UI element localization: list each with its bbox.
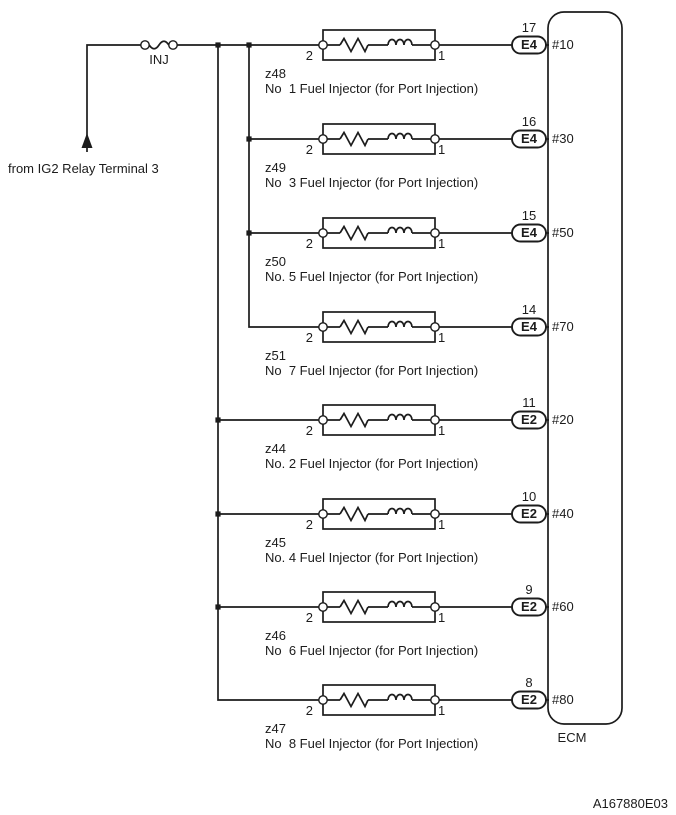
ecm-pin-label: #80 <box>552 692 574 707</box>
supply-wire <box>86 44 319 152</box>
ecm-pin-label: #30 <box>552 131 574 146</box>
connector-name: E2 <box>521 692 537 707</box>
ecm-pin-label: #60 <box>552 599 574 614</box>
fuse-terminal-right <box>168 40 178 50</box>
injector-symbol <box>317 404 441 436</box>
ecm-box <box>547 11 623 725</box>
terminal-1-label: 1 <box>438 236 446 251</box>
pin-number: 9 <box>525 582 533 597</box>
pin-number: 15 <box>521 208 537 223</box>
connector-name: E2 <box>521 412 537 427</box>
injector-code-label: z45 <box>265 535 286 550</box>
injector-code-label: z44 <box>265 441 286 456</box>
branch-wires-right <box>439 44 512 701</box>
terminal-2-label: 2 <box>305 703 313 718</box>
injector-code-label: z46 <box>265 628 286 643</box>
ecm-pin-label: #70 <box>552 319 574 334</box>
injector-description: No 7 Fuel Injector (for Port Injection) <box>265 363 479 378</box>
connector-name: E4 <box>521 225 537 240</box>
terminal-2-label: 2 <box>305 423 313 438</box>
pin-number: 14 <box>521 302 537 317</box>
injector-description: No 8 Fuel Injector (for Port Injection) <box>265 736 479 751</box>
pin-number: 16 <box>521 114 537 129</box>
ecm-pin-label: #40 <box>552 506 574 521</box>
ecm-pin-label: #20 <box>552 412 574 427</box>
terminal-1-label: 1 <box>438 142 446 157</box>
injector-description: No 6 Fuel Injector (for Port Injection) <box>265 643 479 658</box>
terminal-2-label: 2 <box>305 517 313 532</box>
injector-description: No 1 Fuel Injector (for Port Injection) <box>265 81 479 96</box>
branch-wires-left <box>218 138 319 608</box>
trunk-e2-group <box>217 45 319 701</box>
terminal-2-label: 2 <box>305 48 313 63</box>
terminal-1-label: 1 <box>438 423 446 438</box>
injector-symbol <box>317 684 441 716</box>
connector-name: E4 <box>521 37 537 52</box>
injector-symbol <box>317 591 441 623</box>
terminal-1-label: 1 <box>438 517 446 532</box>
injector-symbol <box>317 311 441 343</box>
injector-description: No. 2 Fuel Injector (for Port Injection) <box>265 456 479 471</box>
injector-code-label: z49 <box>265 160 286 175</box>
injector-description: No. 4 Fuel Injector (for Port Injection) <box>265 550 479 565</box>
terminal-2-label: 2 <box>305 142 313 157</box>
pin-number: 8 <box>525 675 533 690</box>
connector-name: E4 <box>521 319 537 334</box>
injector-symbol <box>317 123 441 155</box>
pin-number: 11 <box>522 395 536 410</box>
injector-code-label: z51 <box>265 348 286 363</box>
injector-symbol <box>317 217 441 249</box>
ecm-label: ECM <box>557 730 587 745</box>
pin-number: 17 <box>521 20 537 35</box>
pin-number: 10 <box>521 489 537 504</box>
terminal-1-label: 1 <box>438 48 446 63</box>
fuse-icon <box>148 40 170 50</box>
injector-code-label: z50 <box>265 254 286 269</box>
junction-dots <box>215 42 252 610</box>
injector-symbol <box>317 29 441 61</box>
injector-code-label: z48 <box>265 66 286 81</box>
source-label: from IG2 Relay Terminal 3 <box>8 161 159 176</box>
connector-name: E2 <box>521 506 537 521</box>
connector-name: E2 <box>521 599 537 614</box>
figure-code: A167880E03 <box>592 796 668 811</box>
terminal-2-label: 2 <box>305 330 313 345</box>
fuse-terminal-left <box>140 40 150 50</box>
injector-description: No 3 Fuel Injector (for Port Injection) <box>265 175 479 190</box>
injector-code-label: z47 <box>265 721 286 736</box>
terminal-1-label: 1 <box>438 330 446 345</box>
ecm-pin-label: #10 <box>552 37 574 52</box>
injector-description: No. 5 Fuel Injector (for Port Injection) <box>265 269 479 284</box>
fuse-label: INJ <box>149 52 169 67</box>
ecm-pin-label: #50 <box>552 225 574 240</box>
terminal-2-label: 2 <box>305 610 313 625</box>
terminal-1-label: 1 <box>438 703 446 718</box>
terminal-1-label: 1 <box>438 610 446 625</box>
terminal-2-label: 2 <box>305 236 313 251</box>
injector-symbol <box>317 498 441 530</box>
connector-name: E4 <box>521 131 537 146</box>
arrow-up-icon <box>81 133 93 148</box>
